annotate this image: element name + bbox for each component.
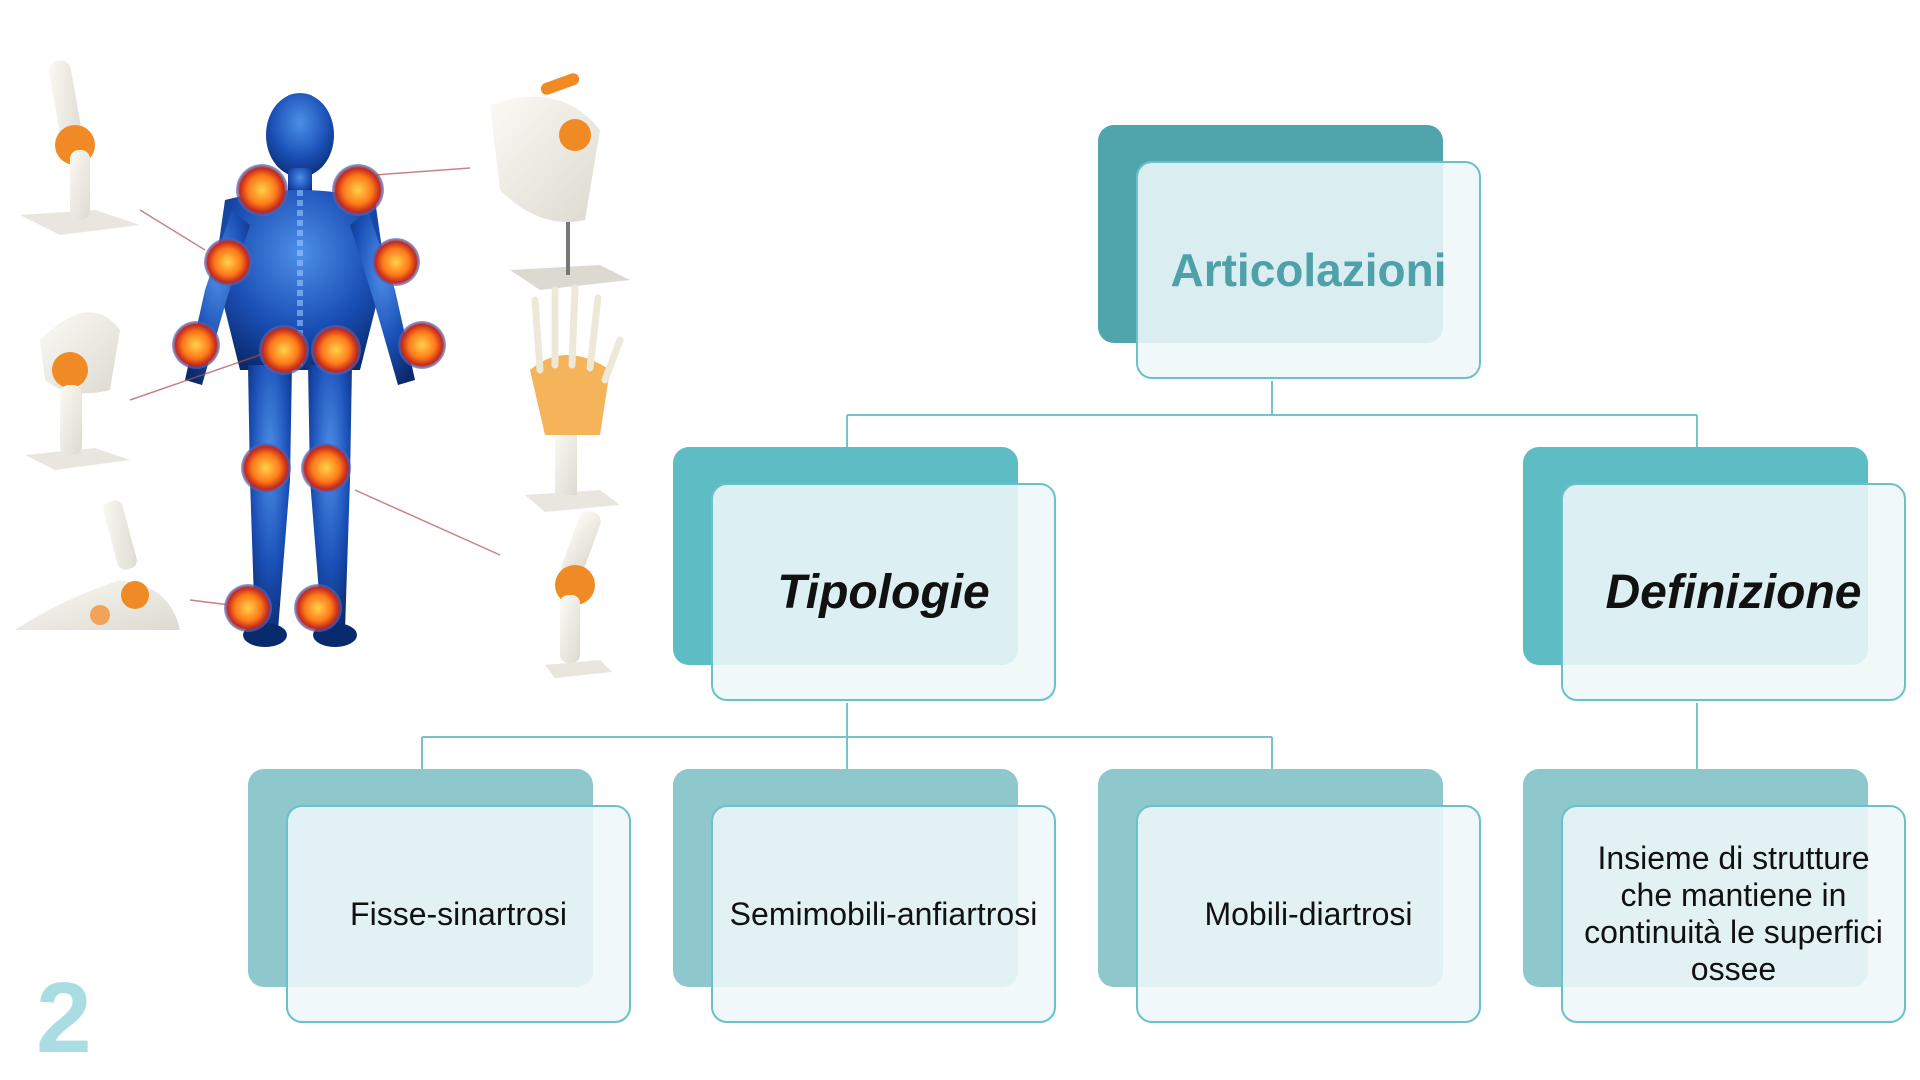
root-label: Articolazioni — [1170, 244, 1447, 296]
node-box: Articolazioni — [1136, 161, 1481, 379]
node-articolazioni: Articolazioni — [1098, 125, 1483, 379]
leaf-label-mobili: Mobili-diartrosi — [1204, 895, 1413, 932]
knee-model-icon — [545, 510, 612, 678]
node-box: Tipologie — [711, 483, 1056, 701]
hand-model-icon — [525, 284, 624, 512]
leaf-label-semimobili: Semimobili-anfiartrosi — [729, 895, 1038, 932]
node-box: Fisse-sinartrosi — [286, 805, 631, 1023]
human-body-joints-icon — [172, 93, 446, 647]
elbow-model-icon — [20, 60, 140, 235]
node-box: Semimobili-anfiartrosi — [711, 805, 1056, 1023]
branch-label-tipologie: Tipologie — [777, 565, 990, 619]
branch-label-definizione: Definizione — [1605, 565, 1862, 619]
shoulder-model-icon — [490, 73, 630, 290]
slide-number: 2 — [36, 962, 92, 1074]
node-box: Insieme di strutture che mantiene in con… — [1561, 805, 1906, 1023]
node-definizione-testo: Insieme di strutture che mantiene in con… — [1523, 769, 1908, 1023]
node-fisse-sinartrosi: Fisse-sinartrosi — [248, 769, 633, 1023]
node-mobili-diartrosi: Mobili-diartrosi — [1098, 769, 1483, 1023]
node-semimobili-anfiartrosi: Semimobili-anfiartrosi — [673, 769, 1058, 1023]
node-tipologie: Tipologie — [673, 447, 1058, 701]
node-definizione: Definizione — [1523, 447, 1908, 701]
joints-illustration — [15, 60, 630, 678]
node-box: Definizione — [1561, 483, 1906, 701]
node-box: Mobili-diartrosi — [1136, 805, 1481, 1023]
leaf-label-fisse: Fisse-sinartrosi — [350, 895, 567, 932]
foot-model-icon — [15, 500, 180, 630]
definition-text: Insieme di strutture che mantiene in con… — [1584, 840, 1883, 987]
hip-model-icon — [25, 312, 130, 470]
